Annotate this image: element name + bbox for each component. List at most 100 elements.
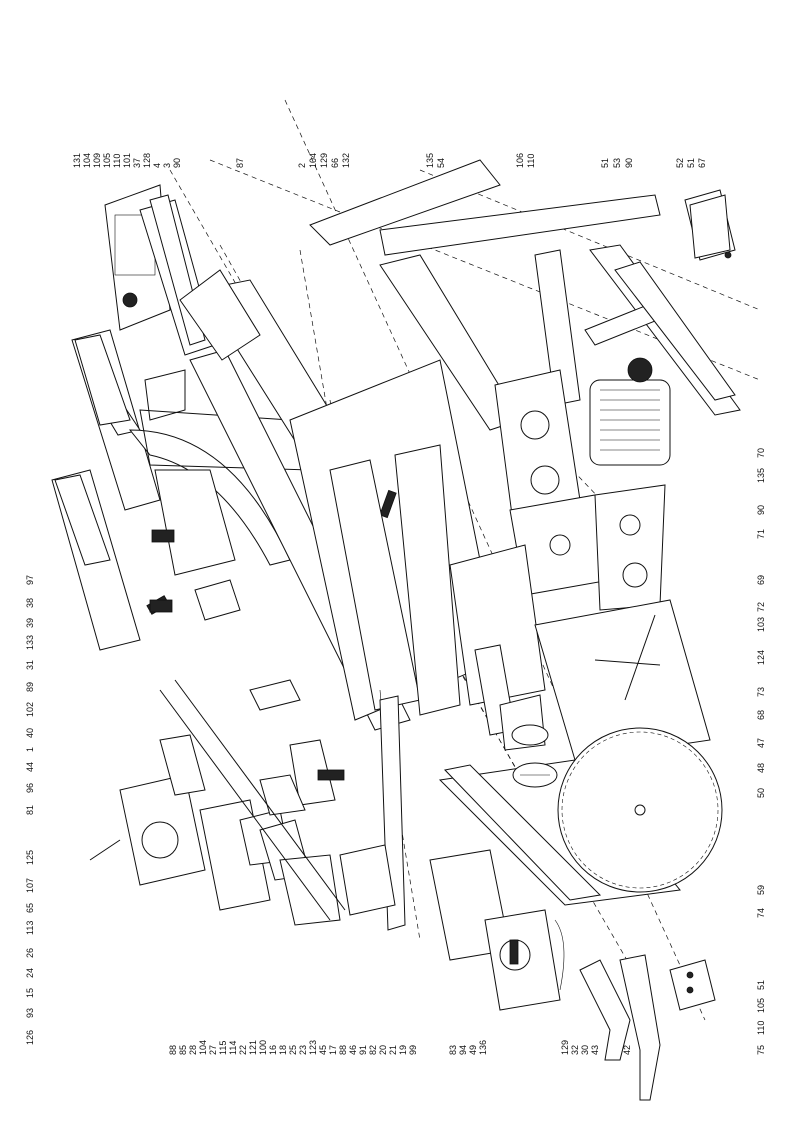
callout: 83 xyxy=(448,1045,458,1055)
callout: 40 xyxy=(25,728,35,738)
callout: 114 xyxy=(228,1041,238,1055)
callout: 89 xyxy=(25,682,35,692)
callout: 49 xyxy=(468,1045,478,1055)
callout: 105 xyxy=(102,153,112,168)
callout: 135 xyxy=(425,153,435,168)
callout: 113 xyxy=(25,921,35,935)
callout: 28 xyxy=(188,1045,198,1055)
saw-blade-icon xyxy=(557,727,723,893)
callout: 106 xyxy=(515,153,525,168)
callout: 136 xyxy=(478,1040,488,1055)
callout: 68 xyxy=(756,710,766,720)
callout: 90 xyxy=(172,158,182,168)
callout: 51 xyxy=(600,158,610,168)
callout: 96 xyxy=(25,783,35,793)
callout: 107 xyxy=(25,878,35,893)
callout: 15 xyxy=(25,988,35,998)
callout: 110 xyxy=(112,154,122,168)
callout: 128 xyxy=(142,153,152,168)
callout: 81 xyxy=(25,805,35,815)
callout: 73 xyxy=(756,687,766,697)
callout: 4 xyxy=(152,163,162,168)
callout: 115 xyxy=(218,1041,228,1055)
callout: 90 xyxy=(624,158,634,168)
callout: 65 xyxy=(25,903,35,913)
callout: 102 xyxy=(25,702,35,717)
callout: 48 xyxy=(756,763,766,773)
callout: 135 xyxy=(756,468,766,483)
callout: 125 xyxy=(25,850,35,865)
callout: 90 xyxy=(756,505,766,515)
callout: 46 xyxy=(348,1045,358,1055)
callout: 99 xyxy=(408,1045,418,1055)
callout: 25 xyxy=(288,1045,298,1055)
callout: 21 xyxy=(388,1045,398,1055)
callout: 110 xyxy=(756,1021,766,1035)
drawing-lines xyxy=(51,99,761,1101)
callout: 37 xyxy=(132,158,142,168)
callout: 44 xyxy=(25,762,35,772)
callout: 20 xyxy=(378,1045,388,1055)
callout: 110 xyxy=(526,154,536,168)
callout: 24 xyxy=(25,968,35,978)
callout: 129 xyxy=(319,153,329,168)
callout: 133 xyxy=(25,635,35,650)
callout: 54 xyxy=(436,158,446,168)
callout: 3 xyxy=(162,163,172,168)
callout: 70 xyxy=(756,448,766,458)
callout: 82 xyxy=(368,1045,378,1055)
callout: 105 xyxy=(756,998,766,1013)
callout: 132 xyxy=(341,153,351,168)
callout: 129 xyxy=(560,1040,570,1055)
callout: 18 xyxy=(278,1045,288,1055)
callout: 88 xyxy=(338,1045,348,1055)
callout: 38 xyxy=(25,598,35,608)
callout: 104 xyxy=(308,153,318,168)
callout: 91 xyxy=(358,1045,368,1055)
callout: 101 xyxy=(122,153,132,168)
callout: 47 xyxy=(756,738,766,748)
callout: 43 xyxy=(590,1045,600,1055)
callout: 97 xyxy=(25,575,35,585)
callout: 126 xyxy=(25,1030,35,1045)
wrench-icon xyxy=(579,959,631,1061)
callout: 52 xyxy=(675,158,685,168)
callout: 42 xyxy=(622,1045,632,1055)
callout: 59 xyxy=(756,885,766,895)
callout: 104 xyxy=(198,1040,208,1055)
callout: 45 xyxy=(318,1045,328,1055)
callout: 69 xyxy=(756,575,766,585)
callout: 121 xyxy=(248,1040,258,1055)
push-stick-icon xyxy=(619,954,661,1101)
callout: 94 xyxy=(458,1045,468,1055)
callout: 26 xyxy=(25,948,35,958)
callout: 27 xyxy=(208,1045,218,1055)
callout: 72 xyxy=(756,602,766,612)
callout: 75 xyxy=(756,1045,766,1055)
callout: 74 xyxy=(756,908,766,918)
callout: 39 xyxy=(25,618,35,628)
callout: 23 xyxy=(298,1045,308,1055)
callout: 19 xyxy=(398,1045,408,1055)
callout: 67 xyxy=(697,158,707,168)
callout: 104 xyxy=(82,153,92,168)
callout: 32 xyxy=(570,1045,580,1055)
callout: 124 xyxy=(756,650,766,665)
callout: 22 xyxy=(238,1045,248,1055)
callout: 17 xyxy=(328,1045,338,1055)
callout: 109 xyxy=(92,153,102,168)
motor-icon xyxy=(589,357,671,466)
callout-labels: 131 104 109 105 110 101 37 128 4 3 90 87… xyxy=(25,153,766,1055)
callout: 88 xyxy=(168,1045,178,1055)
callout: 51 xyxy=(686,158,696,168)
callout: 85 xyxy=(178,1045,188,1055)
callout: 87 xyxy=(235,158,245,168)
callout: 66 xyxy=(330,158,340,168)
callout: 51 xyxy=(756,980,766,990)
callout: 123 xyxy=(308,1040,318,1055)
callout: 16 xyxy=(268,1045,278,1055)
callout: 100 xyxy=(258,1040,268,1055)
callout: 31 xyxy=(25,660,35,670)
callout: 131 xyxy=(72,153,82,168)
callout: 1 xyxy=(25,747,35,752)
